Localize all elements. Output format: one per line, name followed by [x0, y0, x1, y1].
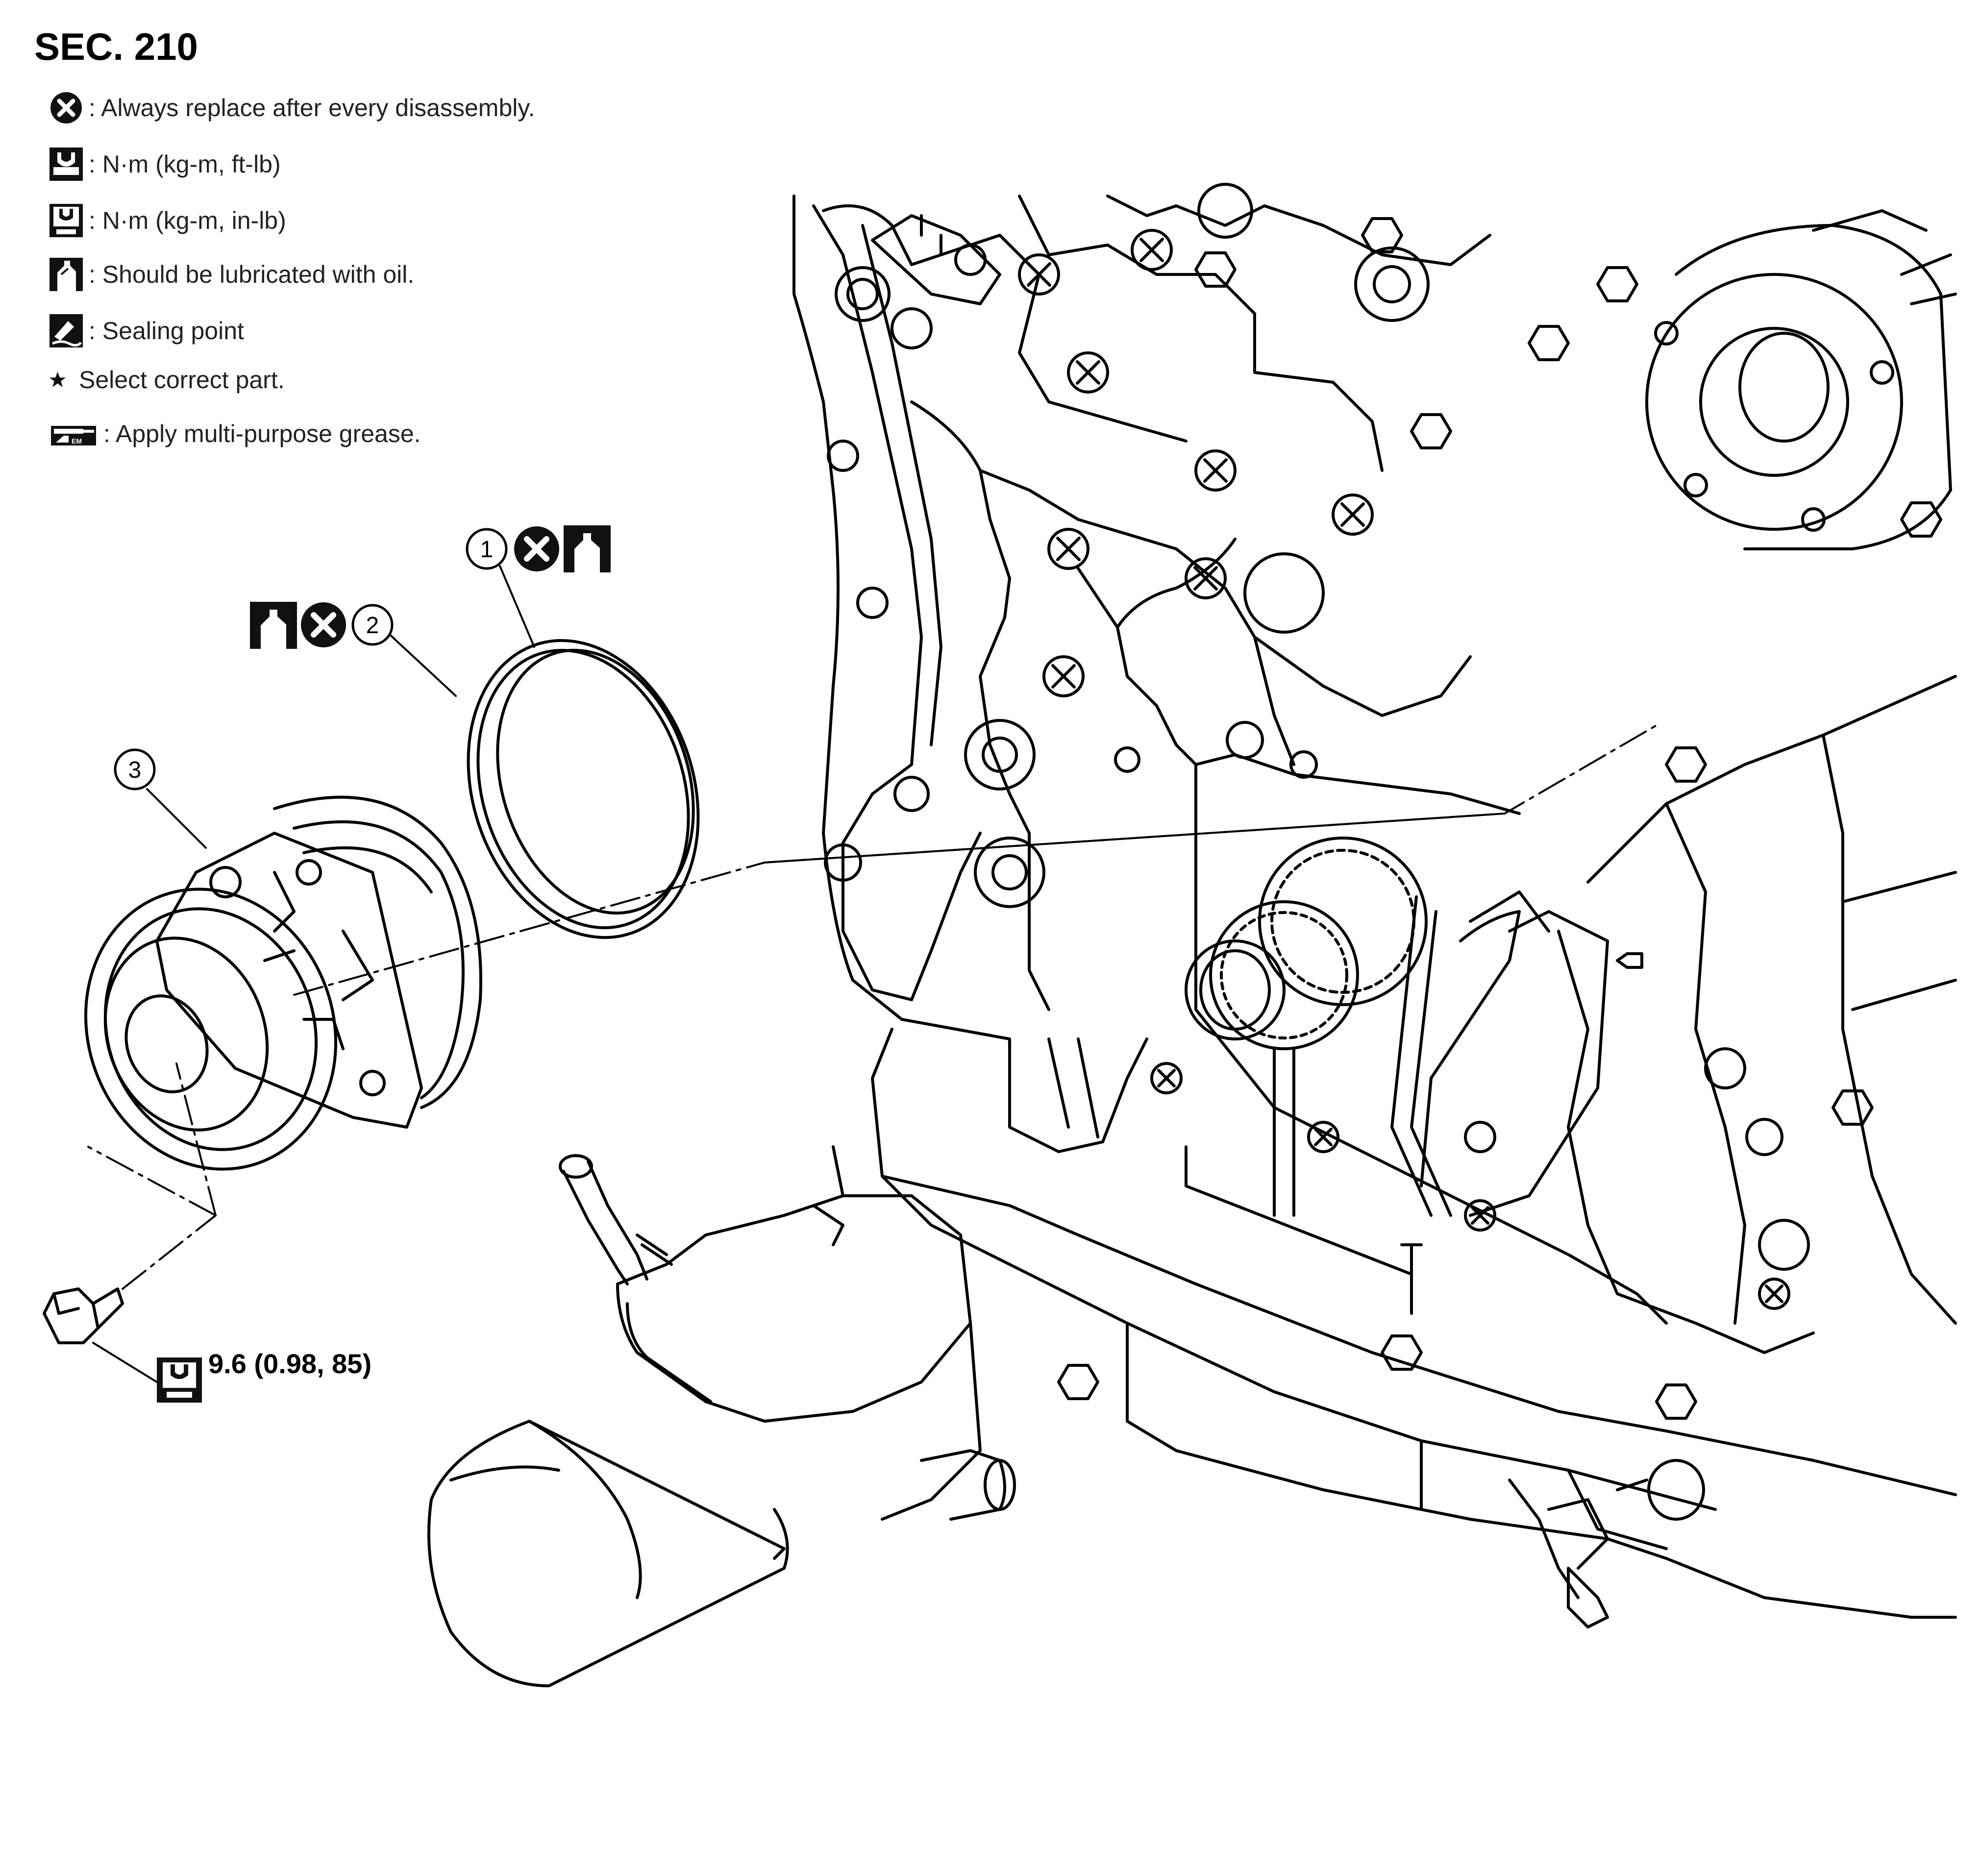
oil-can-icon [50, 258, 83, 291]
callout-3: 3 [114, 748, 156, 790]
callout-circle [466, 528, 508, 570]
crankshaft-sprocket [1185, 837, 1452, 1217]
water-pump [84, 795, 482, 1171]
legend-item-torque-inlb: : N·m (kg-m, in-lb) [47, 201, 286, 240]
oil-can-icon [250, 602, 297, 649]
callout-number: 3 [128, 757, 142, 783]
legend-text: Select correct part. [79, 366, 285, 394]
o-ring-1 [467, 639, 700, 939]
torque-ftlb-icon [50, 148, 83, 181]
replace-x-icon [50, 92, 82, 123]
callout-number: 2 [366, 613, 379, 639]
leader-lines [92, 565, 535, 1383]
grease-gun-icon: EM [51, 426, 96, 445]
oil-can-icon [564, 525, 611, 572]
replace-x-icon [514, 526, 559, 571]
water-pump-bolt [43, 1287, 124, 1344]
hex-bolts [1057, 217, 1942, 1420]
camshaft-sprocket [1645, 209, 1957, 550]
callout-circle [114, 748, 156, 790]
legend-text: : Always replace after every disassembly… [89, 94, 535, 122]
oil-filter [427, 1420, 789, 1687]
torque-inlb-icon [157, 1358, 202, 1403]
sealing-point-icon [50, 314, 83, 347]
oil-pressure-sensor [1508, 1459, 1705, 1629]
torque-inlb-icon [50, 204, 83, 237]
legend-text: : N·m (kg-m, in-lb) [89, 207, 286, 234]
tensioner-arm [1420, 890, 1609, 1217]
legend-item-oil: : Should be lubricated with oil. [47, 255, 414, 294]
legend-item-replace: : Always replace after every disassembly… [47, 88, 535, 127]
callout-2: 2 [250, 602, 394, 649]
legend-item-star: Select correct part. [47, 360, 285, 399]
legend-item-sealing: : Sealing point [47, 311, 244, 350]
legend-item-grease: EM : Apply multi-purpose grease. [47, 414, 421, 453]
star-icon [50, 371, 66, 387]
legend-text: : Should be lubricated with oil. [89, 261, 415, 288]
legend-text: : Sealing point [89, 317, 244, 345]
cover-bolts [1018, 229, 1790, 1310]
svg-text:EM: EM [72, 437, 82, 445]
callout-number: 1 [480, 537, 494, 563]
oil-filter-bracket [559, 1145, 1016, 1521]
torque-spec-label: 9.6 (0.98, 85) [208, 1348, 372, 1379]
oil-pan [871, 1028, 1957, 1619]
callout-circle [351, 604, 394, 646]
engine-front-cover [792, 195, 1668, 1325]
section-title: SEC. 210 [34, 25, 198, 68]
timing-chain-tensioner [835, 214, 1001, 349]
assembly-lines [87, 724, 1658, 1290]
engine-block-right [1557, 675, 1957, 1354]
cover-bosses [964, 183, 1430, 908]
replace-x-icon [301, 602, 346, 647]
cover-flange-left [812, 204, 982, 1001]
legend-item-torque-ftlb: : N·m (kg-m, ft-lb) [47, 145, 281, 184]
legend-text: : Apply multi-purpose grease. [103, 420, 421, 447]
callout-1: 1 [466, 525, 611, 572]
legend-text: : N·m (kg-m, ft-lb) [89, 150, 281, 178]
